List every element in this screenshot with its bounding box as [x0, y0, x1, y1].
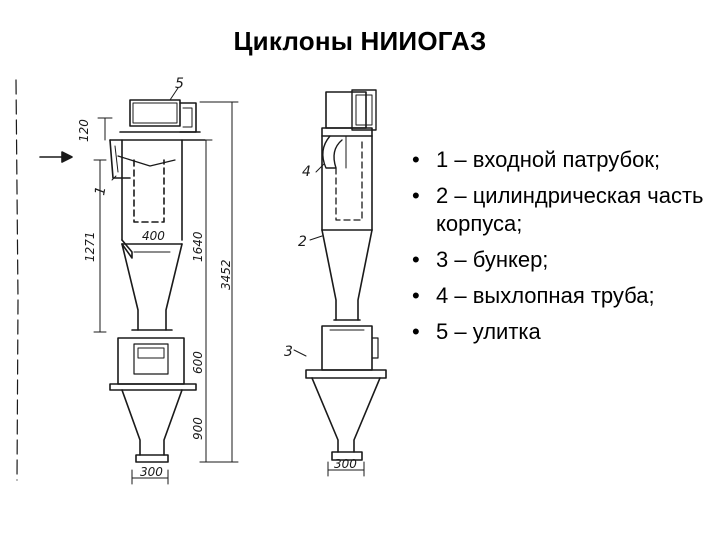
right-callout-3: 3 — [284, 344, 293, 360]
legend-item: • 3 – бункер; — [410, 246, 710, 274]
slide-title: Циклоны НИИОГАЗ — [233, 26, 487, 56]
dim-300-right: 300 — [334, 457, 357, 471]
parts-legend: • 1 – входной патрубок; • 2 – цилиндрическ… — [410, 146, 710, 354]
dim-3452: 3452 — [219, 259, 233, 290]
dim-600: 600 — [191, 351, 205, 374]
legend-item-text: 3 – бункер; — [436, 247, 549, 272]
inlet-arrow-icon — [39, 151, 73, 163]
legend-item: • 5 – улитка — [410, 318, 710, 346]
dim-900: 900 — [191, 417, 205, 440]
right-callout-4: 4 — [302, 164, 311, 180]
legend-item: • 4 – выхлопная труба; — [410, 282, 710, 310]
legend-item-text: 5 – улитка — [436, 319, 541, 344]
legend-item-text: 1 – входной патрубок; — [436, 147, 661, 172]
dim-400: 400 — [142, 229, 165, 243]
right-cyclone-view — [293, 89, 387, 477]
left-callout-5: 5 — [175, 76, 184, 92]
dim-300-left: 300 — [140, 465, 163, 479]
legend-item-text: 2 – цилиндрическая часть корпуса; — [436, 183, 704, 236]
right-callout-2: 2 — [298, 234, 307, 250]
legend-item: • 2 – цилиндрическая часть корпуса; — [410, 182, 710, 238]
dim-120: 120 — [77, 119, 91, 142]
bullet-icon: • — [412, 247, 420, 272]
bullet-icon: • — [412, 147, 420, 172]
legend-item: • 1 – входной патрубок; — [410, 146, 710, 174]
legend-item-text: 4 – выхлопная труба; — [436, 283, 655, 308]
left-cyclone-view — [15, 79, 239, 485]
bullet-icon: • — [412, 183, 420, 208]
bullet-icon: • — [412, 283, 420, 308]
left-callout-1: 1 — [92, 185, 109, 197]
dim-1271: 1271 — [83, 231, 97, 262]
bullet-icon: • — [412, 319, 420, 344]
dim-1640: 1640 — [191, 231, 205, 262]
